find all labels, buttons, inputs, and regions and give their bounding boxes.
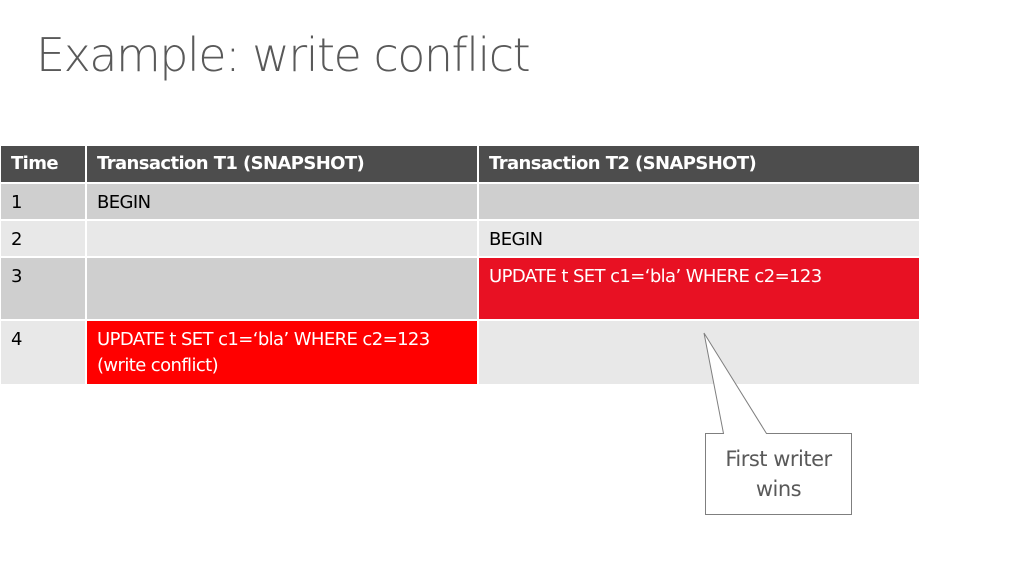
cell-t2-update-highlight: UPDATE t SET c1=‘bla’ WHERE c2=123 — [478, 256, 919, 320]
table-row: 4 UPDATE t SET c1=‘bla’ WHERE c2=123 (wr… — [1, 319, 919, 384]
table-row: 1 BEGIN — [1, 182, 919, 220]
cell-time: 3 — [1, 256, 87, 320]
cell-t1: BEGIN — [86, 182, 479, 220]
cell-time: 1 — [1, 182, 87, 220]
table-row: 3 UPDATE t SET c1=‘bla’ WHERE c2=123 — [1, 256, 919, 320]
slide-title: Example: write conflict — [36, 28, 531, 82]
cell-time: 2 — [1, 219, 87, 257]
cell-t1 — [86, 256, 479, 320]
transaction-table: Time Transaction T1 (SNAPSHOT) Transacti… — [1, 146, 919, 384]
header-transaction-t1: Transaction T1 (SNAPSHOT) — [86, 146, 479, 183]
header-transaction-t2: Transaction T2 (SNAPSHOT) — [478, 146, 919, 183]
cell-t2 — [478, 319, 919, 384]
cell-t1-write-conflict-highlight: UPDATE t SET c1=‘bla’ WHERE c2=123 (writ… — [86, 319, 479, 384]
cell-t2 — [478, 182, 919, 220]
table-header-row: Time Transaction T1 (SNAPSHOT) Transacti… — [1, 146, 919, 183]
callout-text: First writer wins — [706, 434, 851, 514]
table-row: 2 BEGIN — [1, 219, 919, 257]
callout-line-2: wins — [755, 477, 802, 501]
cell-time: 4 — [1, 319, 87, 384]
cell-t2: BEGIN — [478, 219, 919, 257]
cell-t1 — [86, 219, 479, 257]
header-time: Time — [1, 146, 87, 183]
callout-line-1: First writer — [725, 447, 832, 471]
